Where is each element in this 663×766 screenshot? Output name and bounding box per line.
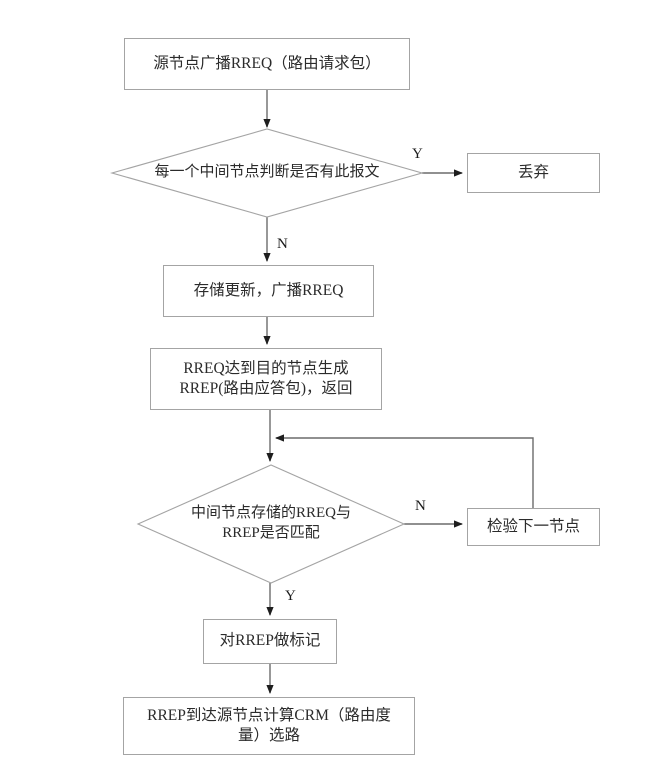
node-source-broadcast-rreq[interactable]: 源节点广播RREQ（路由请求包） [124, 38, 410, 90]
edge-label-no-store: N [277, 236, 288, 252]
node-label: 源节点广播RREQ（路由请求包） [153, 54, 381, 72]
edge-label-yes-mark-rrep: Y [285, 588, 296, 604]
node-label: 存储更新，广播RREQ [193, 281, 344, 299]
decision-has-packet-shape [109, 128, 425, 218]
node-label: 对RREP做标记 [219, 632, 321, 650]
node-label: RREP到达源节点计算CRM（路由度 量）选路 [147, 706, 391, 744]
node-store-update-broadcast-rreq[interactable]: 存储更新，广播RREQ [163, 265, 374, 317]
node-check-next-node[interactable]: 检验下一节点 [467, 508, 600, 546]
edge-label-yes-discard: Y [412, 146, 423, 162]
edge-label-no-check-next: N [415, 498, 426, 514]
decision-match-shape [136, 464, 406, 584]
node-rreq-reaches-destination[interactable]: RREQ达到目的节点生成 RREP(路由应答包)，返回 [150, 348, 382, 410]
edge-checknext-feedback-loop [275, 434, 534, 508]
node-rrep-reaches-source-crm[interactable]: RREP到达源节点计算CRM（路由度 量）选路 [123, 697, 415, 755]
node-discard[interactable]: 丢弃 [467, 153, 600, 193]
node-mark-rrep[interactable]: 对RREP做标记 [203, 619, 337, 664]
node-label: RREQ达到目的节点生成 RREP(路由应答包)，返回 [179, 359, 353, 397]
node-label: 检验下一节点 [486, 517, 580, 535]
node-label: 丢弃 [517, 163, 549, 181]
